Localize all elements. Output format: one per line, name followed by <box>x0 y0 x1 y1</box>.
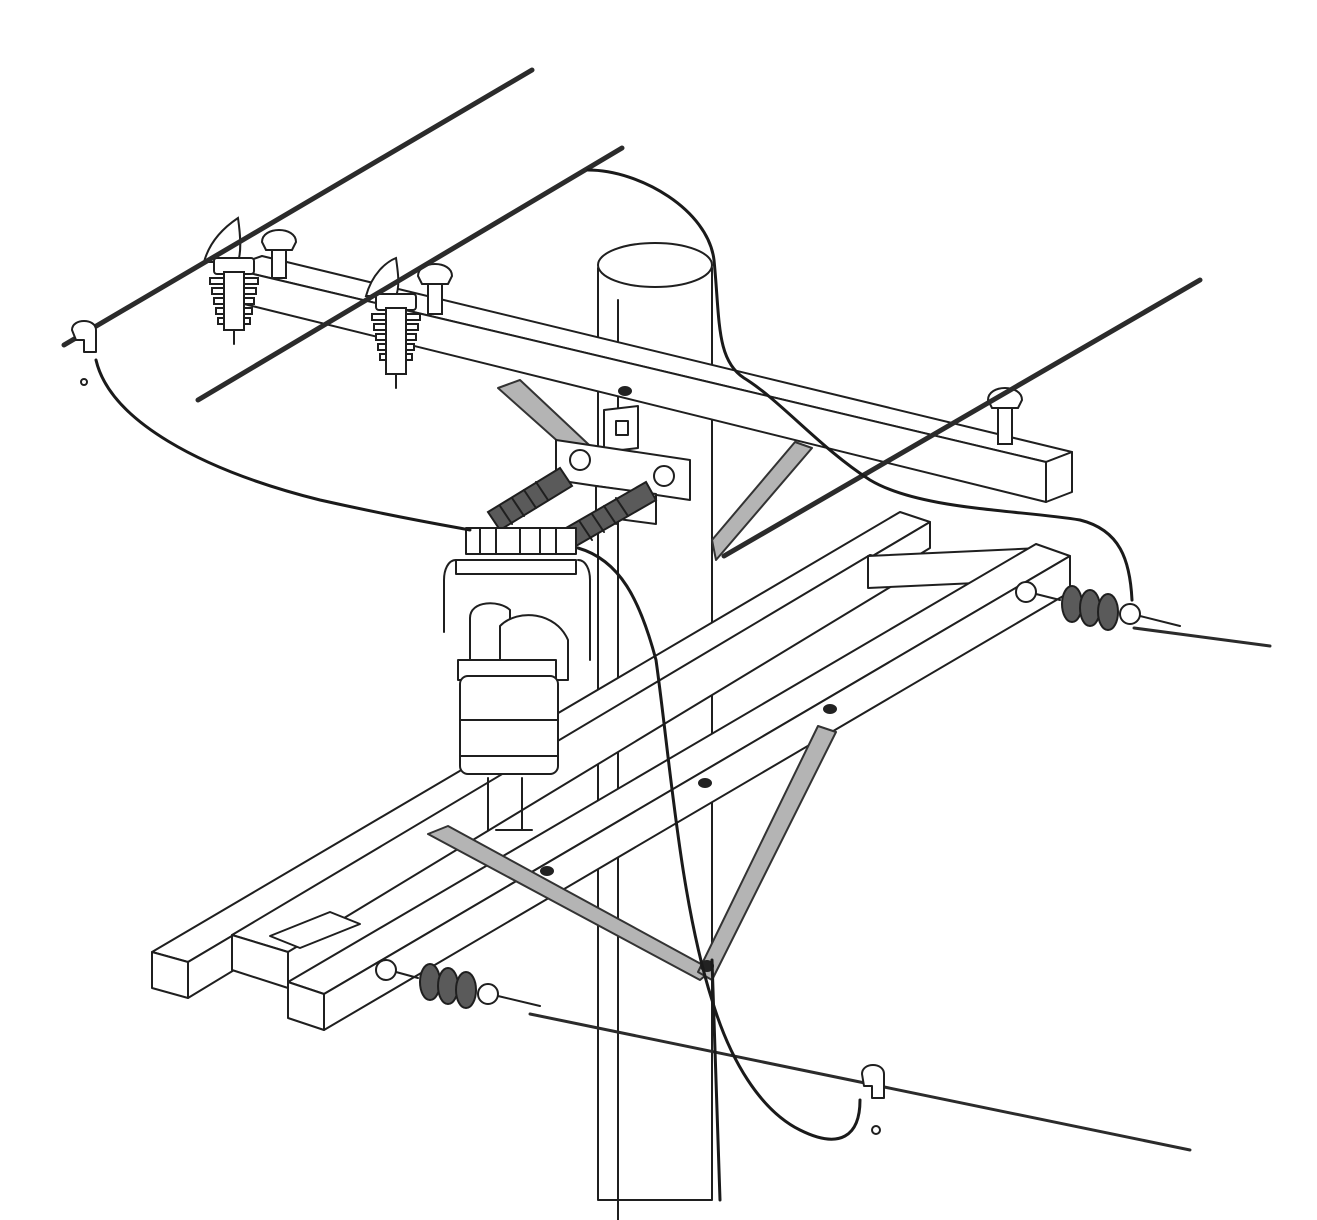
primary-conductor-1 <box>61 67 535 348</box>
eye-bolt-icon <box>1015 581 1037 603</box>
transformer <box>443 559 591 831</box>
upper-brace-right <box>711 441 813 561</box>
cutout-sheds <box>499 481 549 525</box>
suspension-disc-icon <box>1079 589 1101 627</box>
primary-conductor-2 <box>195 145 625 403</box>
service-lead <box>576 546 862 1141</box>
pole-top-bracket <box>603 405 639 453</box>
cutout-insulators <box>486 466 658 548</box>
primary-conductor-3 <box>721 277 1203 559</box>
neutral-lead <box>586 168 1134 602</box>
suspension-disc-icon <box>419 963 441 1001</box>
drop-leads <box>94 168 1134 1202</box>
cutout-bolt-icon <box>653 465 675 487</box>
pin-insulator-icon <box>260 229 298 251</box>
eye-link <box>1035 593 1061 601</box>
pin-insulator-3 <box>986 387 1024 445</box>
lock-icon <box>615 420 629 436</box>
rail-bolt-icon <box>823 704 837 714</box>
deadend-insulator-bottom <box>375 959 541 1009</box>
deadend-strap <box>497 995 541 1007</box>
cutout-sheds <box>579 497 629 541</box>
transformer-leads <box>487 777 533 831</box>
clamp-eye-icon <box>871 1125 881 1135</box>
spacer-block-left <box>269 911 361 949</box>
pin-insulator-stem <box>997 407 1013 445</box>
rail-bolt-icon <box>540 866 554 876</box>
arrester-core <box>385 307 407 375</box>
eye-link <box>395 971 419 979</box>
pin-insulator-stem <box>271 249 287 279</box>
pin-insulators <box>260 229 1024 445</box>
arrester-fin-icon <box>202 216 242 263</box>
hanger-bar <box>455 559 577 575</box>
hot-line-clamp-icon <box>71 320 97 353</box>
hot-line-clamp-2 <box>861 1064 885 1135</box>
deadend-insulator-right <box>1015 581 1181 631</box>
clamp-eye-icon <box>80 378 88 386</box>
transformer-tank <box>459 675 559 775</box>
eye-bolt-icon <box>1119 603 1141 625</box>
suspension-disc-icon <box>455 971 477 1009</box>
conductors <box>61 67 1272 1152</box>
rail-bolt-icon <box>698 778 712 788</box>
suspension-disc-icon <box>1061 585 1083 623</box>
cutout-bolt-icon <box>569 449 591 471</box>
suspension-disc-icon <box>437 967 459 1005</box>
pin-insulator-2 <box>416 263 454 315</box>
crossarm-bolt-icon <box>618 386 632 396</box>
suspension-disc-icon <box>1097 593 1119 631</box>
eye-bolt-icon <box>375 959 397 981</box>
secondary-conductor-right <box>1132 626 1272 648</box>
transformer-bands <box>459 719 559 757</box>
cutout-terminals <box>465 527 577 555</box>
eye-bolt-icon <box>477 983 499 1005</box>
terminal-details <box>479 527 557 555</box>
hot-line-clamp-icon <box>861 1064 885 1099</box>
ground-lead <box>710 958 722 1202</box>
pin-insulator-stem <box>427 283 443 315</box>
hanger-loop <box>443 559 591 661</box>
pole-top <box>597 242 713 288</box>
hot-line-clamp-1 <box>71 320 97 386</box>
lightning-arrester-2 <box>364 256 421 389</box>
arrester-core <box>223 271 245 331</box>
pin-insulator-1 <box>260 229 298 279</box>
secondary-conductor-bottom <box>528 1012 1192 1152</box>
lightning-arrester-1 <box>202 216 259 345</box>
top-crossarm-end <box>1045 451 1073 503</box>
deadend-strap <box>1139 615 1181 627</box>
arrester-lead-left <box>94 358 472 532</box>
